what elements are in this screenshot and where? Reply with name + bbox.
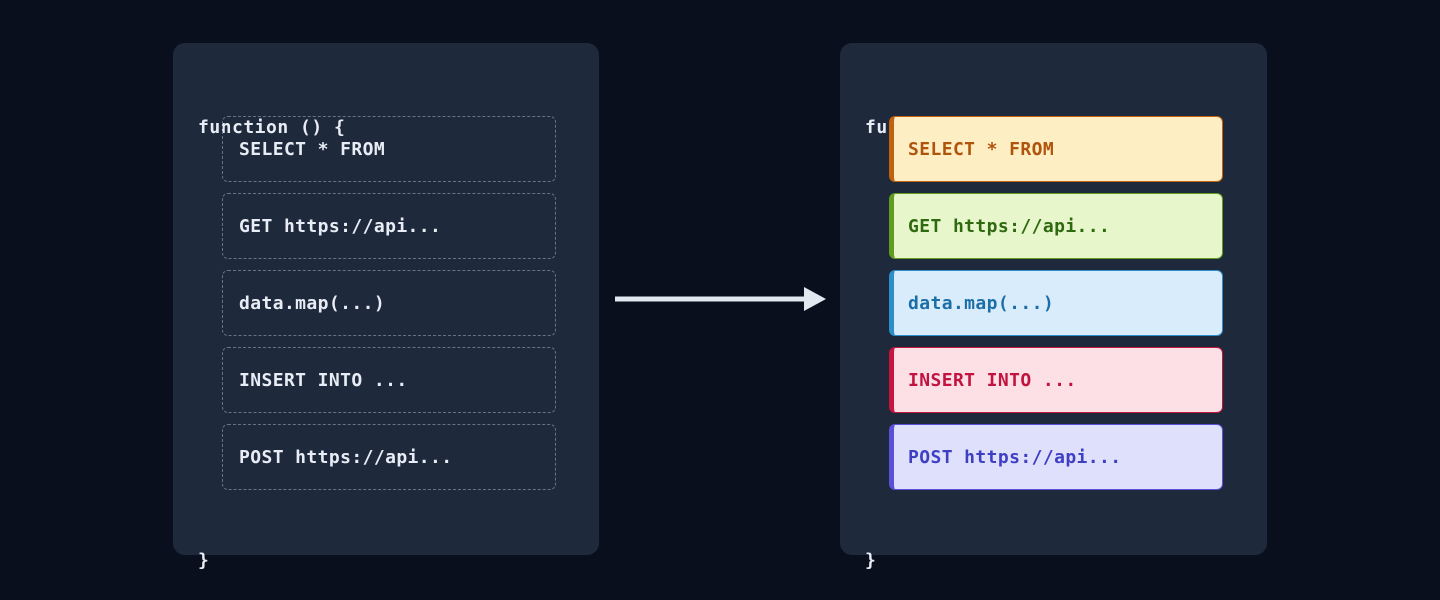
after-code-close: } xyxy=(865,550,877,571)
before-row-insert-into[interactable]: INSERT INTO ... xyxy=(222,347,556,413)
before-row-label: GET https://api... xyxy=(239,215,442,237)
after-row-label: SELECT * FROM xyxy=(908,138,1055,160)
after-row-post-https-api[interactable]: POST https://api... xyxy=(889,424,1223,490)
after-row-label: POST https://api... xyxy=(908,446,1122,468)
before-code-open: function () { xyxy=(198,117,346,138)
before-row-get-https-api[interactable]: GET https://api... xyxy=(222,193,556,259)
before-row-list: SELECT * FROM GET https://api... data.map(… xyxy=(222,116,556,490)
before-row-data-map[interactable]: data.map(...) xyxy=(222,270,556,336)
before-row-label: SELECT * FROM xyxy=(239,138,386,160)
before-row-select-from[interactable]: SELECT * FROM xyxy=(222,116,556,182)
after-row-label: GET https://api... xyxy=(908,215,1111,237)
after-row-select-from[interactable]: SELECT * FROM xyxy=(889,116,1223,182)
after-row-list: SELECT * FROM GET https://api... data.map(… xyxy=(889,116,1223,490)
after-row-insert-into[interactable]: INSERT INTO ... xyxy=(889,347,1223,413)
before-row-label: POST https://api... xyxy=(239,446,453,468)
before-code-close: } xyxy=(198,550,210,571)
before-panel: function () { SELECT * FROM GET https://a… xyxy=(173,43,599,571)
before-row-label: INSERT INTO ... xyxy=(239,369,408,391)
arrow-right-glyph xyxy=(615,287,826,311)
after-row-get-https-api[interactable]: GET https://api... xyxy=(889,193,1223,259)
before-row-label: data.map(...) xyxy=(239,292,386,314)
arrow-right-icon xyxy=(612,283,828,315)
after-row-label: INSERT INTO ... xyxy=(908,369,1077,391)
before-row-post-https-api[interactable]: POST https://api... xyxy=(222,424,556,490)
after-row-data-map[interactable]: data.map(...) xyxy=(889,270,1223,336)
after-row-label: data.map(...) xyxy=(908,292,1055,314)
